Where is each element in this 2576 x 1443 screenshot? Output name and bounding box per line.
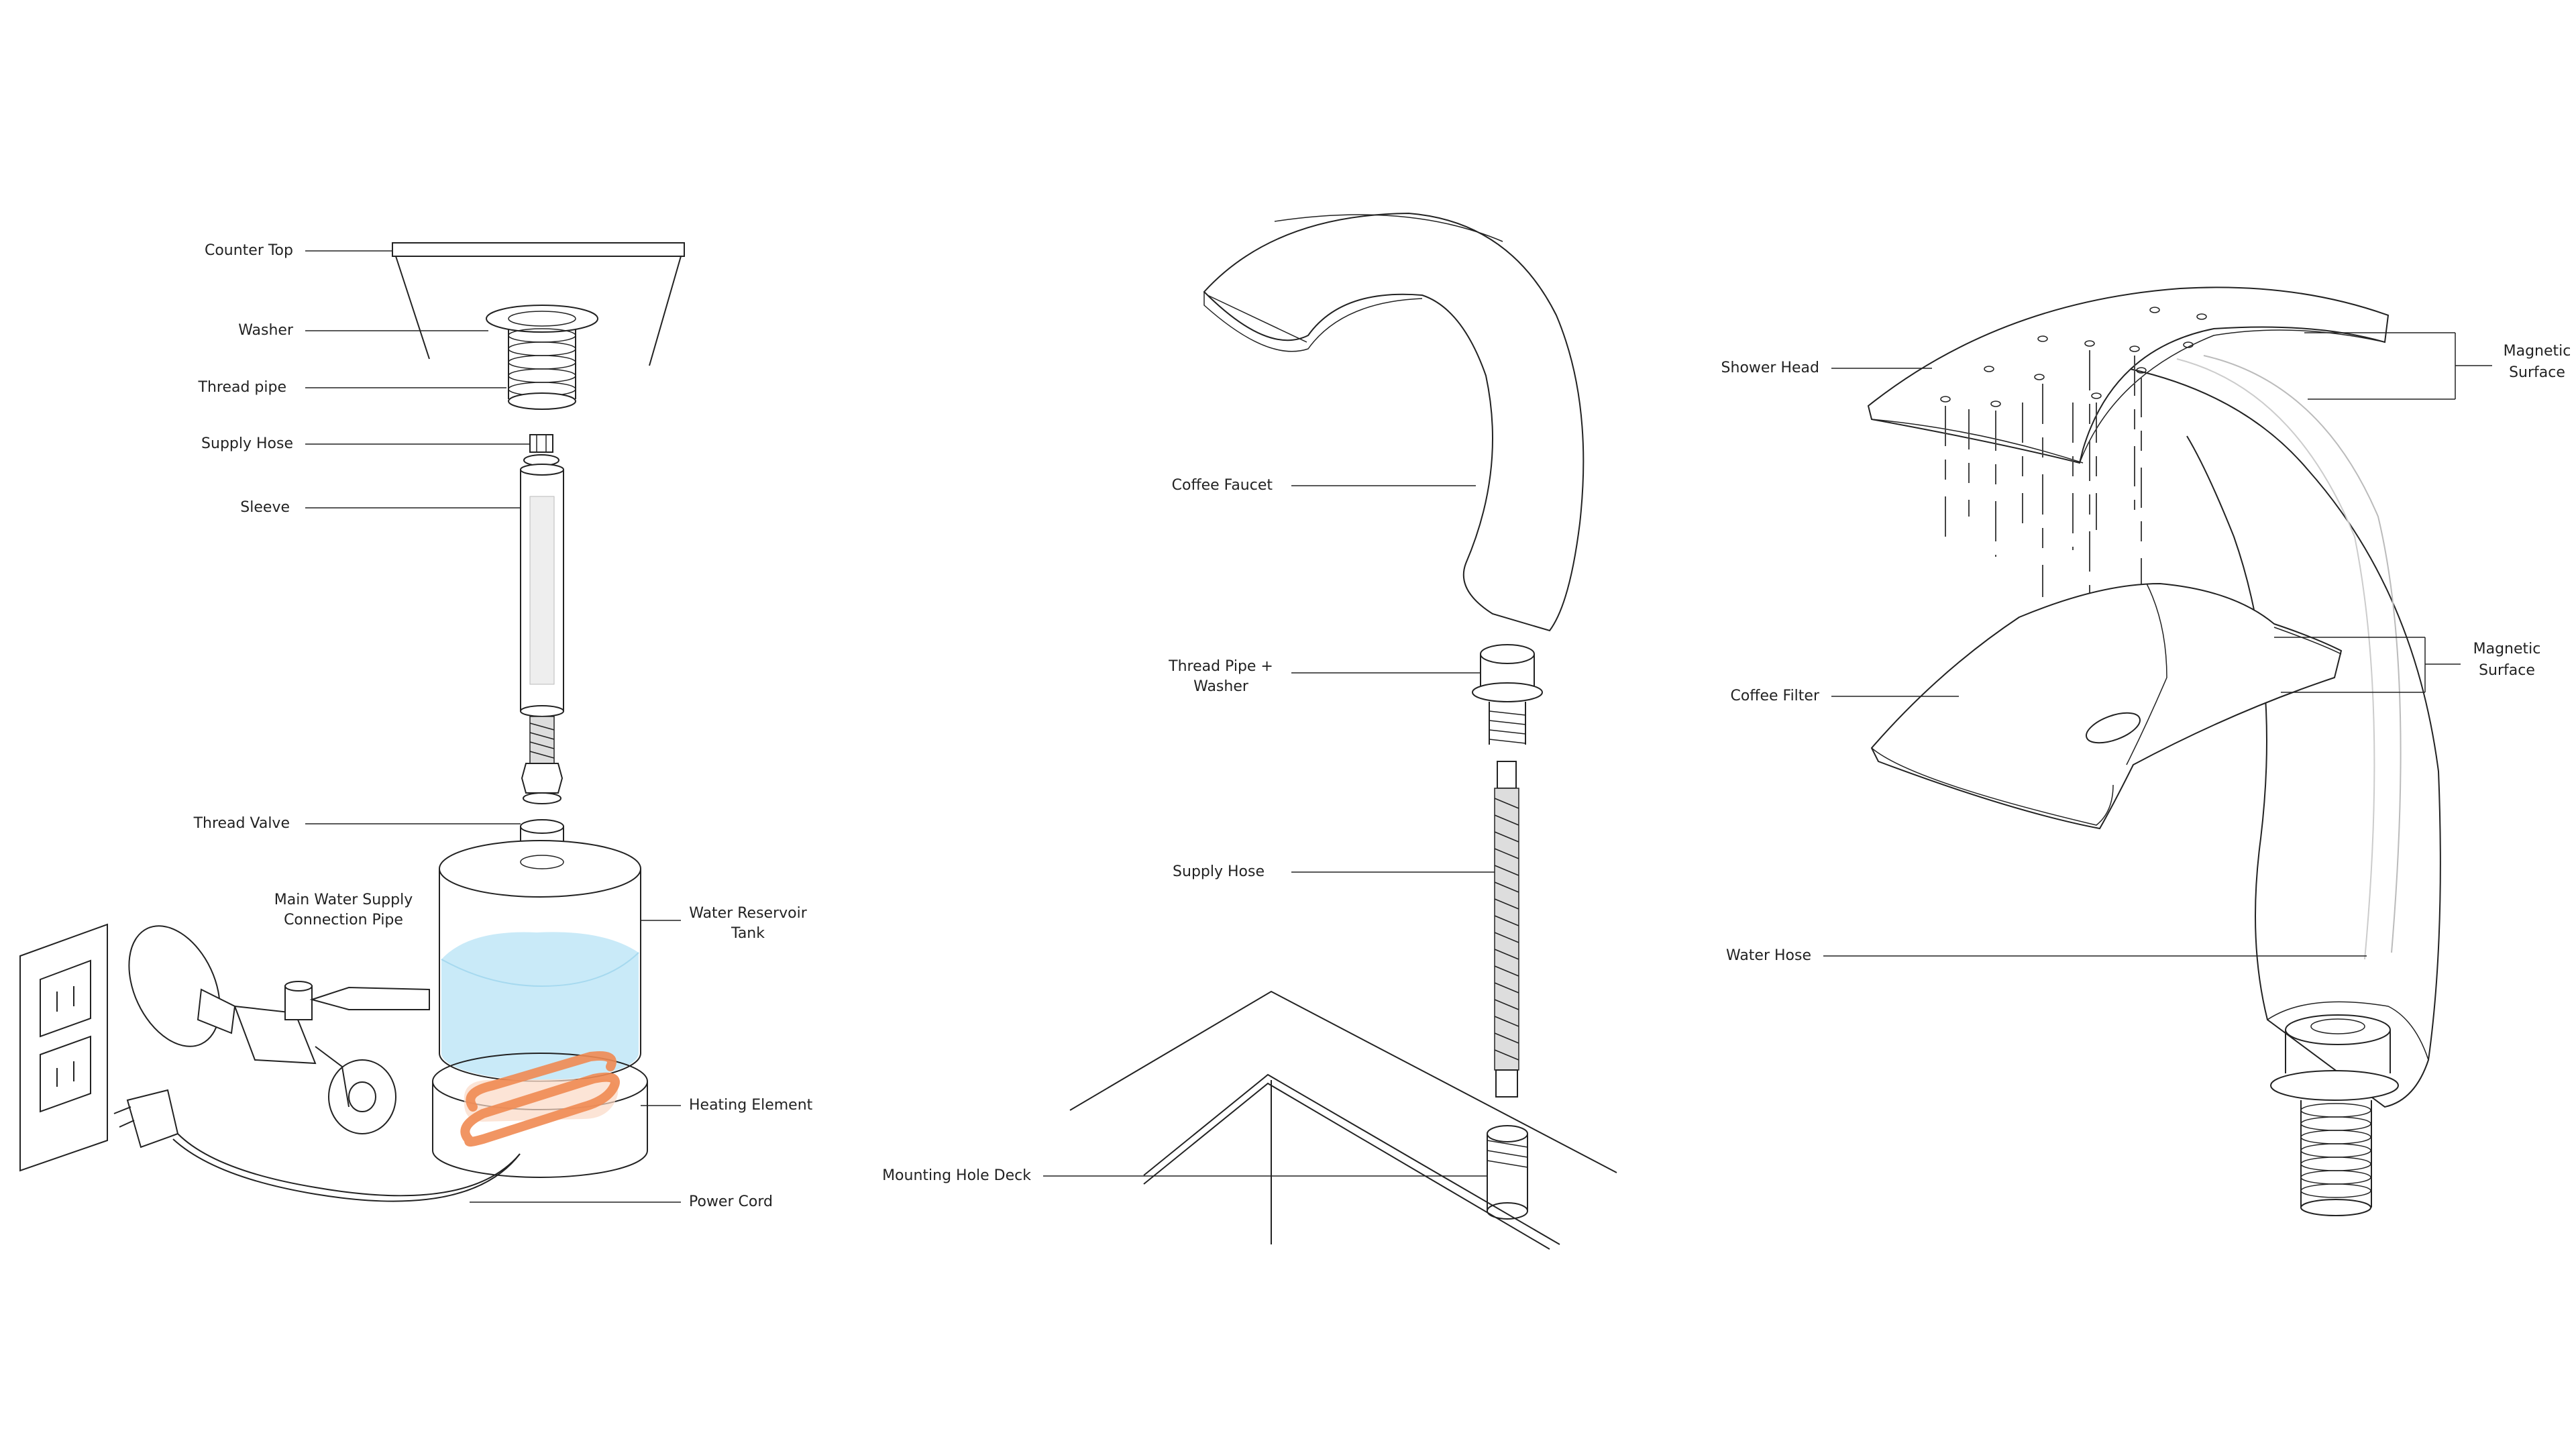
- label-supply-hose: Supply Hose: [201, 435, 293, 452]
- counter-top-part: [392, 242, 685, 366]
- label-magnetic-surface-bottom-line2: Surface: [2479, 662, 2535, 679]
- power-cord-part: [113, 1089, 521, 1202]
- label-magnetic-surface-top-line1: Magnetic: [2504, 343, 2571, 360]
- label-main-water-supply-line1: Main Water Supply: [274, 892, 413, 908]
- label-thread-valve: Thread Valve: [193, 815, 290, 832]
- supply-hose-part: [1494, 761, 1519, 1098]
- label-mounting-hole-deck: Mounting Hole Deck: [882, 1167, 1031, 1184]
- label-thread-pipe: Thread pipe: [198, 379, 287, 396]
- panel1-labels: Counter Top Washer Thread pipe Supply Ho…: [193, 242, 813, 1210]
- panel2-labels: Coffee Faucet Thread Pipe + Washer Suppl…: [882, 477, 1273, 1184]
- water-reservoir-tank-part: [432, 840, 648, 1178]
- shower-head-part: [1867, 286, 2390, 624]
- washer-part: [486, 305, 598, 333]
- panel3-labels: Shower Head Magnetic Surface Coffee Filt…: [1721, 343, 2571, 964]
- label-thread-pipe-washer-line1: Thread Pipe +: [1168, 658, 1273, 675]
- faucet-base-part: [2270, 1014, 2399, 1216]
- label-thread-pipe-washer-line2: Washer: [1193, 678, 1249, 695]
- mounting-hole-deck-part: [1069, 990, 1617, 1250]
- label-water-reservoir-line1: Water Reservoir: [689, 905, 807, 922]
- panel3-leaders: [1823, 332, 2492, 957]
- thread-pipe-washer-part: [1472, 644, 1543, 745]
- main-water-supply-valve-part: [128, 925, 430, 1134]
- label-water-reservoir-line2: Tank: [731, 925, 765, 942]
- wall-outlet-part: [19, 923, 108, 1172]
- supply-hose-connector-part: [523, 434, 559, 466]
- panel-water-heater: [19, 242, 685, 1202]
- thread-pipe-part: [508, 328, 576, 410]
- panel1-leaders: [305, 250, 681, 1203]
- label-supply-hose-2: Supply Hose: [1173, 863, 1265, 880]
- label-main-water-supply-line2: Connection Pipe: [284, 912, 403, 928]
- label-sleeve: Sleeve: [240, 499, 290, 516]
- label-water-hose: Water Hose: [1726, 947, 1811, 964]
- label-magnetic-surface-bottom-line1: Magnetic: [2473, 641, 2541, 657]
- label-coffee-faucet: Coffee Faucet: [1172, 477, 1273, 494]
- label-coffee-filter: Coffee Filter: [1730, 688, 1819, 704]
- sleeve-part: [520, 464, 564, 804]
- coffee-faucet-part: [1203, 212, 1585, 632]
- label-washer: Washer: [238, 322, 294, 339]
- panel2-leaders: [1043, 485, 1495, 1177]
- panel-faucet-detail: [1867, 286, 2441, 1216]
- coffee-filter-part: [1870, 582, 2343, 830]
- label-heating-element: Heating Element: [689, 1097, 813, 1114]
- label-shower-head: Shower Head: [1721, 360, 1819, 376]
- panel-faucet-assembly: [1069, 212, 1617, 1250]
- label-counter-top: Counter Top: [205, 242, 293, 259]
- label-power-cord: Power Cord: [689, 1193, 773, 1210]
- label-magnetic-surface-top-line2: Surface: [2509, 364, 2565, 381]
